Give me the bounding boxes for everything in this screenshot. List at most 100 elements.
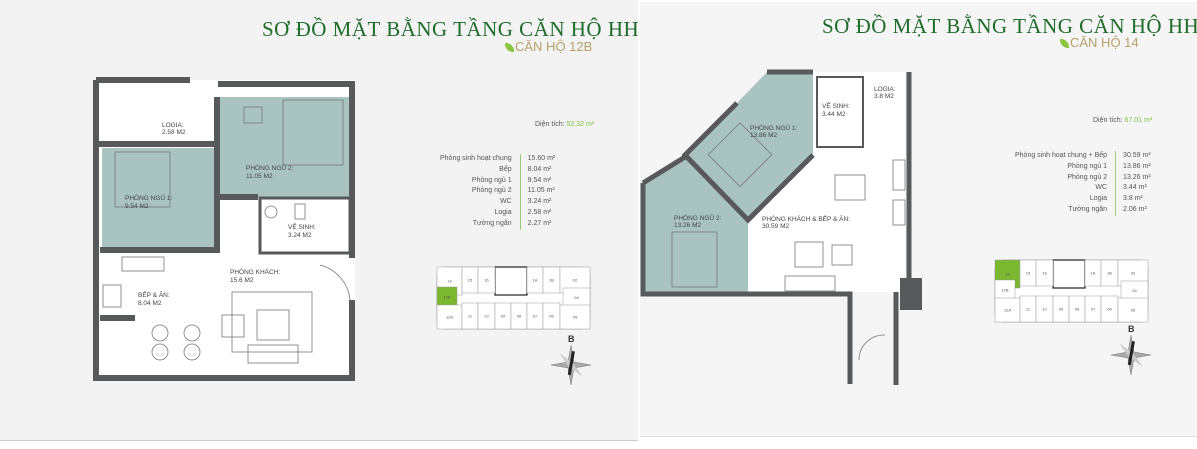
coffee-table-icon <box>794 241 824 268</box>
floor-plan-14: PHÒNG NGỦ 1: 13.86 M2 PHÒNG NGỦ 2: 13.26… <box>640 69 922 385</box>
room-bedroom-1 <box>102 148 217 248</box>
area-row-label: Phòng ngủ 2 <box>471 187 512 195</box>
key-plan-unit-label: 12A <box>1004 308 1011 313</box>
area-row-value: 8.04 m² <box>527 165 552 173</box>
area-row-label: Phòng ngủ 2 <box>1067 173 1108 181</box>
leaf-icon <box>505 43 514 52</box>
room-wc <box>816 76 864 148</box>
page-title: SƠ ĐỒ MẶT BẰNG TẦNG CĂN HỘ HHI <box>822 14 1197 38</box>
key-plan-unit-label: 1B <box>549 278 554 283</box>
sofa-icon <box>784 275 836 292</box>
sofa-icon <box>247 344 299 364</box>
room-label: LOGIA: <box>162 122 184 129</box>
area-row-label: Phòng ngủ 1 <box>1067 162 1108 170</box>
room-label: PHÒNG NGỦ 2: <box>246 163 294 172</box>
compass-label: B <box>568 334 575 344</box>
coffee-table-icon <box>256 309 290 341</box>
compass-icon: B <box>550 334 592 386</box>
stair-core <box>1052 259 1086 289</box>
key-plan-unit-label: 08 <box>517 314 522 319</box>
rug <box>231 291 313 353</box>
area-label: Diện tích: <box>535 121 565 128</box>
room-area: 3.24 M2 <box>288 232 312 239</box>
room-label: PHÒNG NGỦ 1: <box>750 123 798 132</box>
room-area: 13.26 M2 <box>674 222 701 229</box>
armchair-icon <box>831 244 853 266</box>
desk-chair-icon <box>243 106 263 124</box>
room-area: 11.05 M2 <box>246 173 273 180</box>
key-plan-unit-label: 11 <box>468 314 473 319</box>
room-area: 3.44 M2 <box>822 111 846 118</box>
bed-icon <box>671 231 718 288</box>
key-plan-unit <box>994 297 1021 323</box>
bed-icon <box>282 99 344 166</box>
key-plan-unit-label: 06 <box>549 314 554 319</box>
compass-label: B <box>1128 324 1135 334</box>
key-plan-unit-label: 12B <box>1001 288 1008 293</box>
key-plan-unit-label: 16 <box>1042 271 1047 276</box>
room-area: 9.54 M2 <box>125 203 149 210</box>
door-swing <box>858 334 886 361</box>
key-plan-unit-label: 15 <box>468 278 473 283</box>
door-swing <box>319 264 351 301</box>
armchair-icon <box>221 314 245 338</box>
floor-plan-12b: LOGIA: 2.58 M2 PHÒNG NGỦ 2: 11.05 M2 PHÒ… <box>93 77 355 381</box>
column <box>900 278 922 310</box>
room-bedroom-2 <box>218 97 350 197</box>
area-row-value: 2.27 m² <box>527 219 552 227</box>
furniture <box>102 99 351 364</box>
area-row-value: 15.60 m² <box>527 155 556 162</box>
room-area: 13.86 M2 <box>750 132 777 139</box>
key-plan-unit-label: 08 <box>1075 307 1080 312</box>
total-area: Diện tích: 52.32 m² <box>535 121 594 128</box>
room-area: 2.58 M2 <box>162 129 186 136</box>
room-area: 15.6 M2 <box>230 277 254 284</box>
area-row-value: 9.54 m² <box>527 176 552 184</box>
area-row-value: 30.59 m² <box>1123 152 1151 159</box>
total-area: Diện tích: 67.01 m² <box>1093 117 1152 124</box>
area-row-label: Tường ngăn <box>472 219 512 227</box>
key-plan-unit-label: 10 <box>484 314 489 319</box>
apartment-subtitle: CĂN HỘ 12B <box>505 39 592 54</box>
key-plan-unit-label: 15 <box>1026 271 1031 276</box>
stove-icon <box>102 284 122 308</box>
room-bedroom-2 <box>643 157 748 292</box>
furniture <box>671 122 906 361</box>
key-plan-unit-label: 04 <box>1132 288 1137 293</box>
key-plan-unit-label: 1A <box>533 278 538 283</box>
area-row-value: 3.44 m² <box>1123 184 1147 192</box>
walls <box>640 69 912 385</box>
sink-icon <box>121 256 165 272</box>
page-title: SƠ ĐỒ MẶT BẰNG TẦNG CĂN HỘ HHI <box>262 17 647 41</box>
key-plan-unit-label: 09 <box>1059 307 1064 312</box>
subtitle-text: CĂN HỘ 12B <box>515 39 593 54</box>
key-plan-unit-label: 09 <box>501 314 506 319</box>
key-plan-unit-label: 07 <box>533 314 538 319</box>
key-plan-unit <box>1117 297 1149 323</box>
dining-table-icon <box>834 174 866 201</box>
key-plan-unit-label: 16 <box>484 278 489 283</box>
room-label: VỆ SINH: <box>288 222 316 231</box>
key-plan-unit-label: 02 <box>1131 271 1136 276</box>
area-row-value: 11.05 m² <box>527 187 555 195</box>
key-plan-unit-label: 12A <box>446 315 453 320</box>
key-plan-unit-label: 10 <box>1042 307 1047 312</box>
room-label: BẾP & ĂN: <box>138 289 170 299</box>
area-row-label: Tường ngăn <box>1068 205 1108 213</box>
key-plan-unit-label: 04 <box>574 295 579 300</box>
stove-icon <box>892 159 906 191</box>
room-bedroom-1 <box>685 72 813 220</box>
area-row-label: Logia <box>494 208 512 216</box>
key-plan-unit-label: 11 <box>1026 307 1031 312</box>
key-plan-unit-label: 06 <box>1107 307 1112 312</box>
key-plan-unit-label: 14 <box>447 279 452 284</box>
subtitle-text: CĂN HỘ 14 <box>1070 35 1139 50</box>
key-plan-unit-label: 02 <box>573 278 578 283</box>
area-row-value: 3.24 m² <box>527 198 552 206</box>
room-label: PHÒNG KHÁCH: <box>230 267 280 276</box>
sink-icon <box>892 199 906 226</box>
room-area: 3.8 M2 <box>874 93 894 100</box>
